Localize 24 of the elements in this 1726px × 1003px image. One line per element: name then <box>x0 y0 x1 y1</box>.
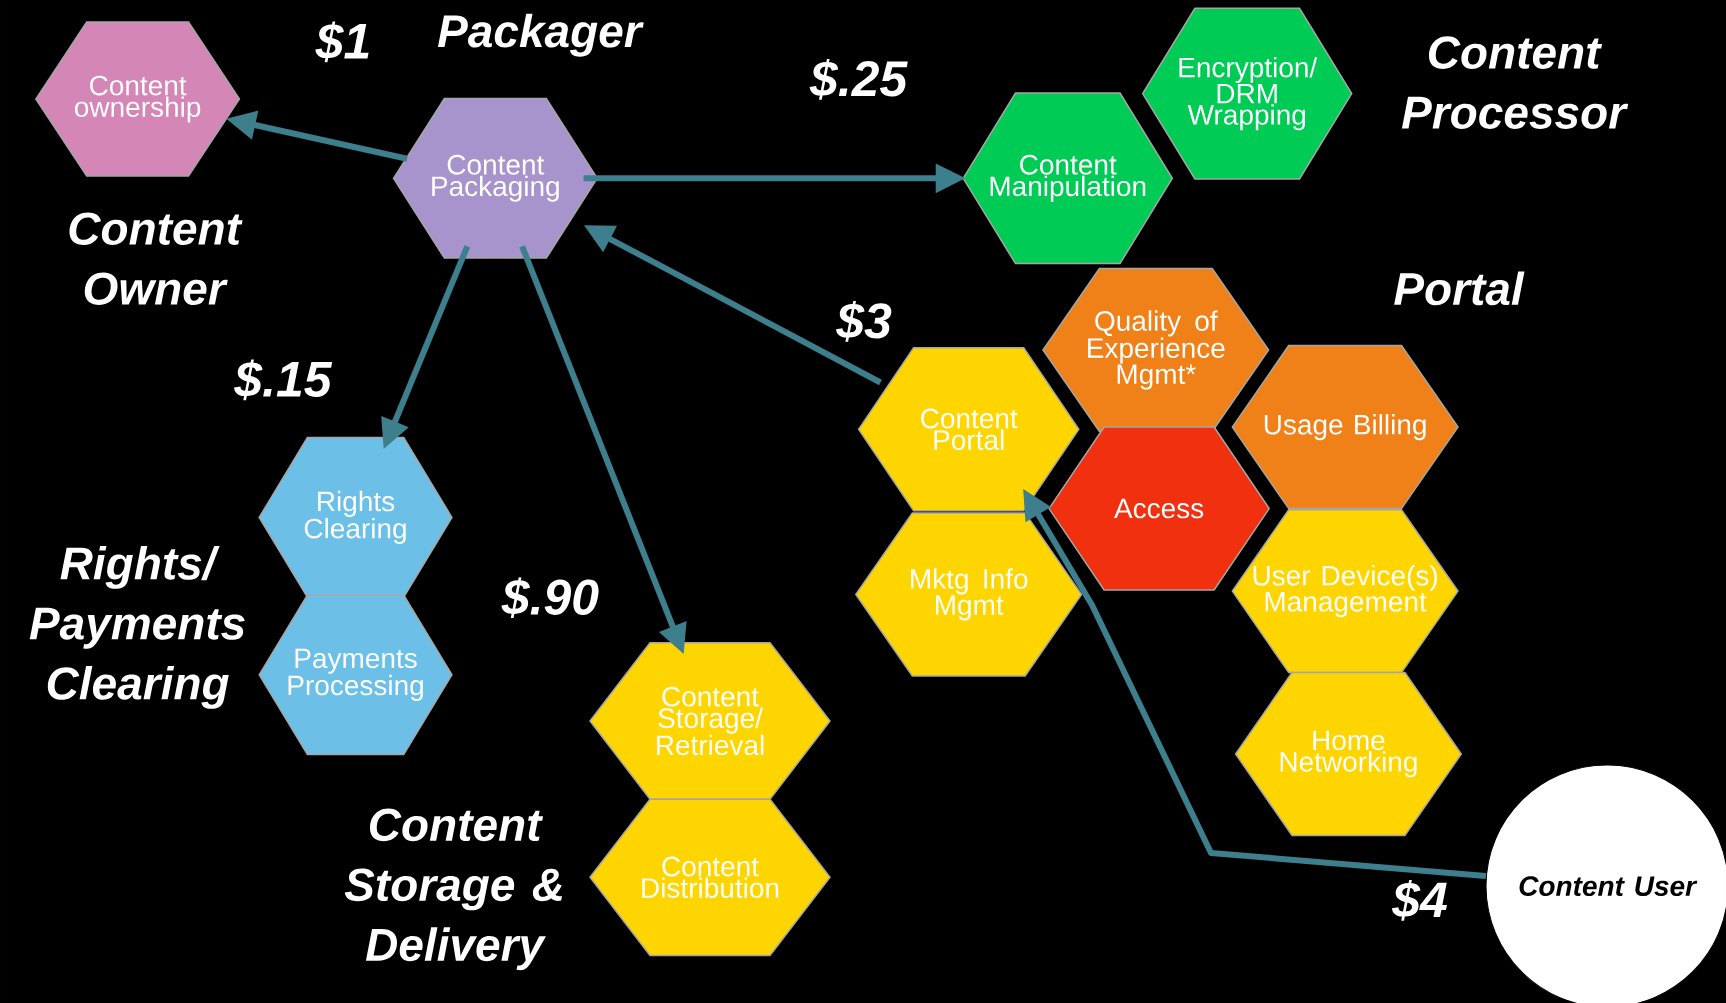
hexagon-node: Content Distribution <box>589 798 831 957</box>
hexagon-node: Content Packaging <box>392 97 599 259</box>
group-label: Content Processor <box>1401 36 1629 129</box>
group-label: Content Storage & Delivery <box>344 808 562 971</box>
group-label: Packager <box>437 13 644 57</box>
hexagon-node: Encryption/ DRM Wrapping <box>1141 7 1353 180</box>
hexagon-node: Content Manipulation <box>962 92 1174 265</box>
circle-node: Content User <box>1485 764 1726 1003</box>
hexagon-node: User Device(s) Management <box>1231 508 1459 674</box>
price-label: $1 <box>315 21 369 63</box>
hexagon-node: Content Storage/ Retrieval <box>589 642 831 800</box>
group-label: Content Owner <box>69 212 243 305</box>
price-label: $.25 <box>809 58 908 100</box>
hexagon-node: Usage Billing <box>1231 344 1459 510</box>
hexagon-node: Rights Clearing <box>258 436 453 598</box>
price-label: $.15 <box>234 359 333 401</box>
group-label: Rights/ Payments Clearing <box>29 545 245 709</box>
hexagon-node: Home Networking <box>1234 671 1463 837</box>
hexagon-node: Payments Processing <box>258 594 453 756</box>
price-label: $.90 <box>501 577 599 619</box>
group-label: Portal <box>1394 271 1525 306</box>
price-label: $4 <box>1391 880 1447 921</box>
price-label: $3 <box>836 301 892 342</box>
hexagon-node: Content Portal <box>857 347 1080 512</box>
